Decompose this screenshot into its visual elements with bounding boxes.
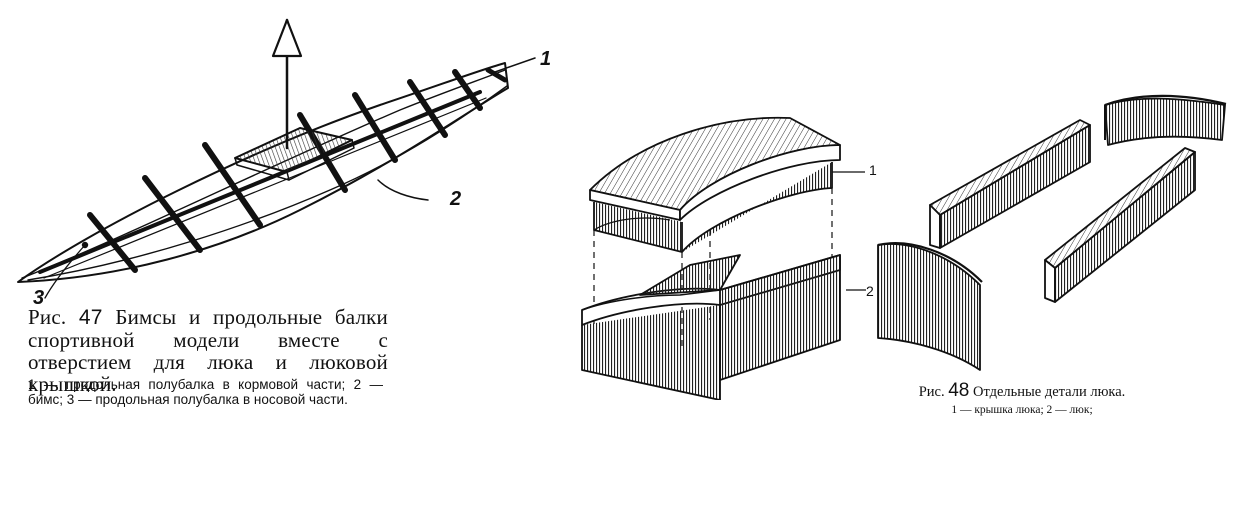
figure-48-label-2: 2 xyxy=(866,283,874,299)
figure-47-caption-prefix: Рис. xyxy=(28,305,67,329)
figure-48-drawing: 1 2 xyxy=(560,80,1253,400)
figure-47-drawing: 1 2 3 xyxy=(0,0,560,309)
figure-47-caption-text: Бимсы и продольные балки спортивной моде… xyxy=(28,305,388,396)
figure-47-label-1: 1 xyxy=(540,48,552,70)
figure-48-legend: 1 — крышка люка; 2 — люк; xyxy=(951,404,1093,416)
figure-47-label-3: 3 xyxy=(33,287,45,309)
figure-48-caption-prefix: Рис. xyxy=(918,384,945,400)
figure-47-legend: 1 — продольная полубалка в кормовой част… xyxy=(28,377,383,407)
figure-48-caption: Рис. 48 Отдельные детали люка. 1 — крышк… xyxy=(867,380,1177,416)
figure-47-caption-number: 47 xyxy=(78,306,103,329)
figure-48-label-1: 1 xyxy=(869,162,877,178)
figure-48-caption-number: 48 xyxy=(948,380,970,401)
kayak-frame-illustration xyxy=(17,18,536,299)
hatch-parts-illustration xyxy=(581,94,1227,400)
figure-47-caption: Рис. 47 Бимсы и продольные балки спортив… xyxy=(28,306,388,395)
figure-48-caption-text: Отдельные детали люка. xyxy=(972,384,1126,400)
figure-47-label-2: 2 xyxy=(450,188,462,210)
